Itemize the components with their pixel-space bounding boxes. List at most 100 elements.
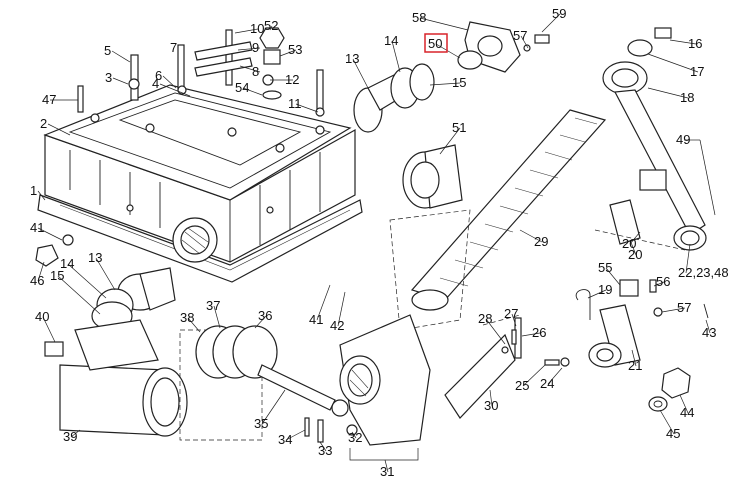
connecting-arm xyxy=(594,27,716,251)
callout-leader xyxy=(587,289,607,299)
callout-label: 36 xyxy=(258,308,272,323)
callout-leader xyxy=(439,127,461,155)
callout-leader xyxy=(519,229,543,243)
washer-54 xyxy=(262,90,282,100)
callout-leader xyxy=(242,87,263,96)
housing-recess xyxy=(118,99,302,166)
clip-19 xyxy=(575,289,591,320)
cylinder-dashed-box xyxy=(179,329,263,441)
callout-leader xyxy=(391,40,401,73)
highlighted-callout-box xyxy=(424,33,448,53)
callout-label: 34 xyxy=(278,432,292,447)
callout-label: 20 xyxy=(628,247,642,262)
washer-57 xyxy=(523,44,531,52)
callout-leader xyxy=(254,315,267,329)
callout-label: 40 xyxy=(35,309,49,324)
callout-leader xyxy=(705,319,711,334)
washer-11 xyxy=(315,107,325,117)
pin-34 xyxy=(304,417,310,437)
callout-label: 39 xyxy=(63,429,77,444)
callout-label: 8 xyxy=(252,64,259,79)
cylinder-assembly xyxy=(44,319,263,441)
callout-label: 50 xyxy=(428,36,442,51)
callout-label: 2 xyxy=(40,116,47,131)
callout-label: 41 xyxy=(30,220,44,235)
callout-leader xyxy=(239,65,261,73)
callout-label: 5 xyxy=(104,43,111,58)
callout-leader xyxy=(319,441,327,452)
callout-leader xyxy=(112,77,129,85)
callout-label: 55 xyxy=(598,260,612,275)
callout-leader xyxy=(489,389,493,407)
shaft-dashed-envelope xyxy=(389,209,471,331)
callout-leader xyxy=(659,409,675,435)
bolt-hole xyxy=(227,127,237,137)
callout-leader xyxy=(661,307,686,313)
callout-label: 35 xyxy=(254,416,268,431)
clip-28 xyxy=(501,346,509,354)
callout-leader xyxy=(547,367,563,385)
upper-seal-set xyxy=(353,63,435,133)
bolt-7 xyxy=(177,44,185,91)
callout-leader xyxy=(213,305,221,329)
callout-label: 25 xyxy=(515,378,529,393)
callout-label: 47 xyxy=(42,92,56,107)
nut-44 xyxy=(661,367,691,399)
callout-leader xyxy=(679,394,689,414)
callout-label: 14 xyxy=(60,256,74,271)
bracket-line-49 xyxy=(699,139,716,216)
bolt-11 xyxy=(316,69,324,113)
bolt-hole xyxy=(315,125,325,135)
callout-label: 46 xyxy=(30,273,44,288)
callout-leader xyxy=(57,275,101,315)
nut-52 xyxy=(259,27,285,49)
fitting-53 xyxy=(263,49,281,65)
small-fasteners xyxy=(482,314,570,367)
callout-label: 29 xyxy=(534,234,548,249)
callout-label: 31 xyxy=(380,464,394,479)
callout-leader xyxy=(541,13,561,33)
bracket-40 xyxy=(74,319,159,371)
washer-24 xyxy=(560,357,570,367)
callout-leader xyxy=(352,58,369,89)
callout-leader xyxy=(47,123,71,136)
callout-leader xyxy=(37,227,63,241)
callout-label: 21 xyxy=(628,358,642,373)
callout-leader xyxy=(337,291,346,327)
rod-ball xyxy=(331,399,349,417)
callout-leader xyxy=(605,267,621,286)
piston-assembly xyxy=(195,325,358,443)
callout-leader xyxy=(159,83,191,97)
callout-label: 18 xyxy=(680,90,694,105)
assembly-line xyxy=(594,229,686,251)
bracket-31 xyxy=(349,448,419,461)
cylinder-bore xyxy=(150,377,180,427)
bracket-8 xyxy=(194,57,253,77)
bushing-20 xyxy=(639,169,667,191)
callout-label: 28 xyxy=(478,311,492,326)
callout-label: 53 xyxy=(288,42,302,57)
callout-leader xyxy=(419,17,469,31)
bolt-47 xyxy=(77,85,84,113)
gasket-30 xyxy=(444,333,516,419)
callout-leader xyxy=(187,317,201,333)
housing-31-hatch xyxy=(349,369,369,397)
callout-leader xyxy=(111,50,131,63)
callout-label: 13 xyxy=(345,51,359,66)
callout-label: 30 xyxy=(484,398,498,413)
callout-label: 44 xyxy=(680,405,694,420)
callout-leader xyxy=(37,190,46,201)
callout-leader xyxy=(279,49,297,57)
callout-label: 57 xyxy=(513,28,527,43)
pin-33 xyxy=(317,419,324,443)
callout-leader xyxy=(629,231,641,245)
plate-55 xyxy=(619,279,639,297)
bolt-hole xyxy=(145,123,155,133)
callout-leader xyxy=(70,429,81,438)
callout-leader xyxy=(429,82,461,86)
callout-leader xyxy=(520,35,529,49)
callout-label: 49 xyxy=(676,132,690,147)
callout-leader xyxy=(631,349,637,367)
